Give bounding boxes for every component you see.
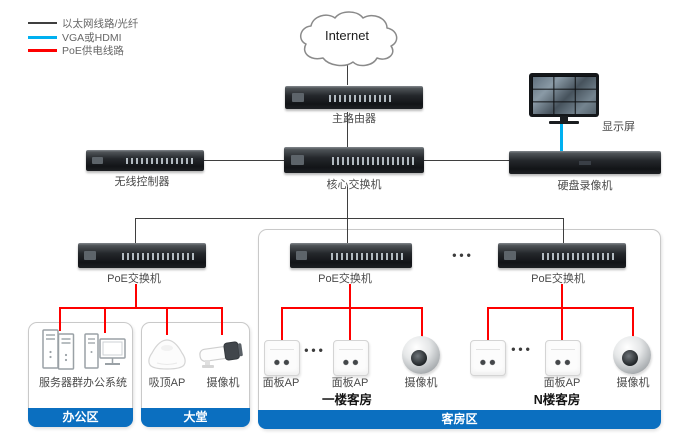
floor1-group-label: 一楼客房	[321, 393, 373, 407]
panel-ap-icon	[333, 340, 369, 376]
poe-bus-line	[487, 307, 633, 309]
server-cluster-icon	[40, 328, 80, 377]
poe-switch-floorN-device	[498, 243, 626, 268]
poe-line	[135, 284, 137, 308]
poe-line	[166, 307, 168, 335]
ethernet-line	[347, 187, 348, 219]
ellipsis-floor1: •••	[304, 343, 326, 357]
ceiling-ap-label: 吸顶AP	[148, 377, 186, 389]
office-pc-icon	[83, 332, 127, 377]
surveillance-screen	[532, 76, 596, 114]
ellipsis-floorN: •••	[511, 342, 533, 356]
poe-switch-office-device	[78, 243, 206, 268]
poe-line	[561, 284, 563, 340]
legend-label-poe: PoE供电线路	[62, 45, 124, 57]
display-label: 显示屏	[602, 121, 635, 133]
ethernet-line	[203, 160, 285, 161]
guest-zone-banner: 客房区	[258, 410, 661, 429]
poe-switch-floorN-label: PoE交换机	[531, 273, 585, 285]
lobby-zone-box: 大堂	[141, 322, 250, 427]
panel-ap-label: 面板AP	[331, 377, 369, 389]
poe-line	[349, 284, 351, 340]
vga-line-swatch	[28, 36, 57, 39]
office-pc-label: 办公系统	[83, 377, 127, 389]
legend-label-ethernet: 以太网线路/光纤	[62, 18, 139, 30]
bullet-camera-label: 摄像机	[206, 377, 240, 389]
dome-camera-label: 摄像机	[404, 377, 438, 389]
main-router-device	[285, 86, 423, 109]
panel-ap-label: 面板AP	[543, 377, 581, 389]
poe-bus-line	[281, 307, 423, 309]
panel-ap-icon	[545, 340, 581, 376]
poe-line	[281, 307, 283, 340]
ellipsis-switches: •••	[452, 248, 474, 262]
ethernet-line	[347, 218, 348, 243]
server-cluster-label: 服务器群	[39, 377, 83, 389]
poe-line	[59, 307, 61, 331]
ethernet-line	[563, 218, 564, 243]
dome-camera-icon	[402, 336, 440, 374]
ceiling-ap-icon	[145, 336, 189, 377]
panel-ap-icon	[264, 340, 300, 376]
panel-ap-icon	[470, 340, 506, 376]
poe-switch-floor1-device	[290, 243, 412, 268]
office-zone-banner: 办公区	[28, 408, 133, 427]
poe-switch-floor1-label: PoE交换机	[318, 273, 372, 285]
ethernet-line	[347, 112, 348, 147]
wireless-controller-device	[86, 150, 204, 171]
poe-line	[421, 307, 423, 337]
ethernet-line	[424, 160, 509, 161]
dome-camera-label: 摄像机	[616, 377, 650, 389]
ethernet-line	[135, 218, 136, 243]
poe-switch-office-label: PoE交换机	[107, 273, 161, 285]
internet-cloud-icon	[293, 10, 403, 73]
legend-label-vga: VGA或HDMI	[62, 32, 122, 44]
vga-hdmi-line	[560, 123, 563, 151]
dome-camera-icon	[613, 336, 651, 374]
core-switch-device	[284, 147, 424, 173]
main-router-label: 主路由器	[332, 113, 376, 125]
poe-line	[221, 307, 223, 335]
poe-line	[632, 307, 634, 337]
ethernet-line-swatch	[28, 22, 57, 24]
poe-line	[104, 307, 106, 333]
bullet-camera-icon	[198, 334, 245, 377]
poe-line	[487, 307, 489, 340]
monitor-stand	[560, 116, 568, 121]
panel-ap-label: 面板AP	[262, 377, 300, 389]
poe-line-swatch	[28, 49, 57, 52]
wireless-controller-label: 无线控制器	[114, 176, 170, 188]
monitor-base	[549, 121, 579, 124]
nvr-label: 硬盘录像机	[557, 180, 613, 192]
display-monitor-icon	[529, 73, 599, 117]
nvr-device	[509, 151, 661, 174]
internet-label: Internet	[324, 28, 370, 43]
ethernet-bus-line	[135, 218, 564, 219]
ethernet-line	[347, 57, 348, 85]
core-switch-label: 核心交换机	[326, 179, 382, 191]
poe-bus-line	[59, 307, 223, 309]
lobby-zone-banner: 大堂	[141, 408, 250, 427]
floorN-group-label: N楼客房	[533, 393, 581, 407]
